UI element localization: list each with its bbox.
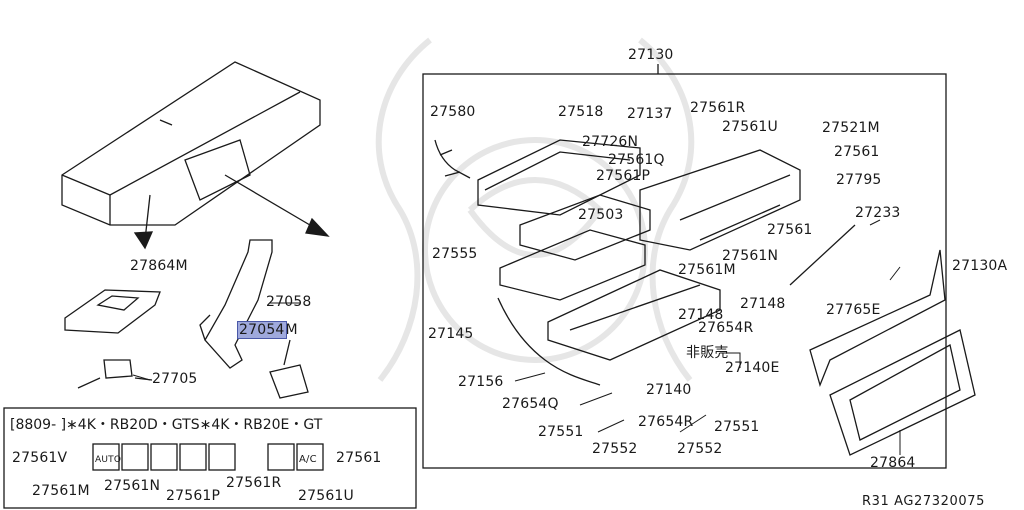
part-27145-cable xyxy=(497,297,601,386)
callout-27705: 27705 xyxy=(152,371,198,387)
part-27233-rod xyxy=(789,224,856,286)
variant-27561R: 27561R xyxy=(226,475,282,491)
callout-27561: 27561 xyxy=(834,144,880,160)
not-for-sale-label: 非販売 xyxy=(686,345,729,361)
callout-27552-a: 27552 xyxy=(592,441,638,457)
switch-p xyxy=(179,443,207,471)
callout-27864M: 27864M xyxy=(130,258,188,274)
callout-27561P: 27561P xyxy=(596,168,651,184)
callout-27054M[interactable]: 27054M xyxy=(237,321,298,339)
switch-auto-label: AUTO xyxy=(95,455,122,465)
part-27726N-panel xyxy=(477,139,641,216)
callout-27521M: 27521M xyxy=(822,120,880,136)
callout-27148-a: 27148 xyxy=(740,296,786,312)
part-27054M-sensor xyxy=(269,339,309,399)
callout-27580: 27580 xyxy=(430,104,476,120)
callout-27503: 27503 xyxy=(578,207,624,223)
reference-code: R31 AG27320075 xyxy=(862,494,986,509)
variant-27561P: 27561P xyxy=(166,488,221,504)
callout-27054-suffix: M xyxy=(285,322,298,338)
variant-27561U: 27561U xyxy=(298,488,354,504)
callout-27156: 27156 xyxy=(458,374,504,390)
part-27864M-lid xyxy=(64,289,161,334)
callout-27140: 27140 xyxy=(646,382,692,398)
callout-27518: 27518 xyxy=(558,104,604,120)
callout-27654R: 27654R xyxy=(698,320,754,336)
callout-27561Q: 27561Q xyxy=(608,152,665,168)
callout-27555: 27555 xyxy=(432,246,478,262)
callout-27726N: 27726N xyxy=(582,134,639,150)
callout-27140E: 27140E xyxy=(725,360,780,376)
callout-27561N: 27561N xyxy=(722,248,779,264)
part-27503-base xyxy=(519,194,651,261)
callout-27058: 27058 xyxy=(266,294,312,310)
callout-27145: 27145 xyxy=(428,326,474,342)
variant-27561: 27561 xyxy=(336,450,382,466)
switch-u xyxy=(267,443,295,471)
callout-27233: 27233 xyxy=(855,205,901,221)
switch-m xyxy=(121,443,149,471)
callout-27551-a: 27551 xyxy=(538,424,584,440)
part-27864-bezel xyxy=(829,329,976,456)
callout-27561R: 27561R xyxy=(690,100,746,116)
callout-27137: 27137 xyxy=(627,106,673,122)
callout-27552-b: 27552 xyxy=(677,441,723,457)
part-27058-duct xyxy=(199,239,273,369)
watermark-emblem xyxy=(375,37,695,382)
part-27521M-faceplate xyxy=(639,149,801,251)
variant-27561V: 27561V xyxy=(12,450,68,466)
variant-27561N: 27561N xyxy=(104,478,161,494)
switch-n xyxy=(150,443,178,471)
part-27580-harness xyxy=(434,139,471,179)
callout-27864: 27864 xyxy=(870,455,916,471)
part-27555-housing xyxy=(499,229,646,301)
callout-27765E: 27765E xyxy=(826,302,881,318)
callout-27561-b: 27561 xyxy=(767,222,813,238)
callout-27130A: 27130A xyxy=(952,258,1008,274)
switch-ac xyxy=(296,443,324,471)
callout-27654R-b: 27654R xyxy=(638,414,694,430)
callout-27561M: 27561M xyxy=(678,262,736,278)
leader-lines xyxy=(132,219,901,455)
variant-header: [8809- ]∗4K・RB20D・GTS∗4K・RB20E・GT xyxy=(10,417,323,433)
callout-27654Q: 27654Q xyxy=(502,396,559,412)
switch-r xyxy=(208,443,236,471)
callout-27130: 27130 xyxy=(628,47,674,63)
callout-27561U: 27561U xyxy=(722,119,778,135)
switch-ac-label: A/C xyxy=(299,454,317,465)
variant-27561M: 27561M xyxy=(32,483,90,499)
callout-27795: 27795 xyxy=(836,172,882,188)
dashboard-panel-drawing xyxy=(61,61,330,250)
highlighted-part-number[interactable]: 27054 xyxy=(237,321,287,339)
part-27140-lever-plate xyxy=(547,269,721,361)
part-27765E-bracket xyxy=(809,249,946,388)
callout-27551-b: 27551 xyxy=(714,419,760,435)
switch-auto xyxy=(92,443,120,471)
main-unit-frame xyxy=(422,73,947,469)
part-27705-bolt xyxy=(77,359,153,389)
callout-27148-b: 27148 xyxy=(678,307,724,323)
variant-box xyxy=(3,407,417,509)
